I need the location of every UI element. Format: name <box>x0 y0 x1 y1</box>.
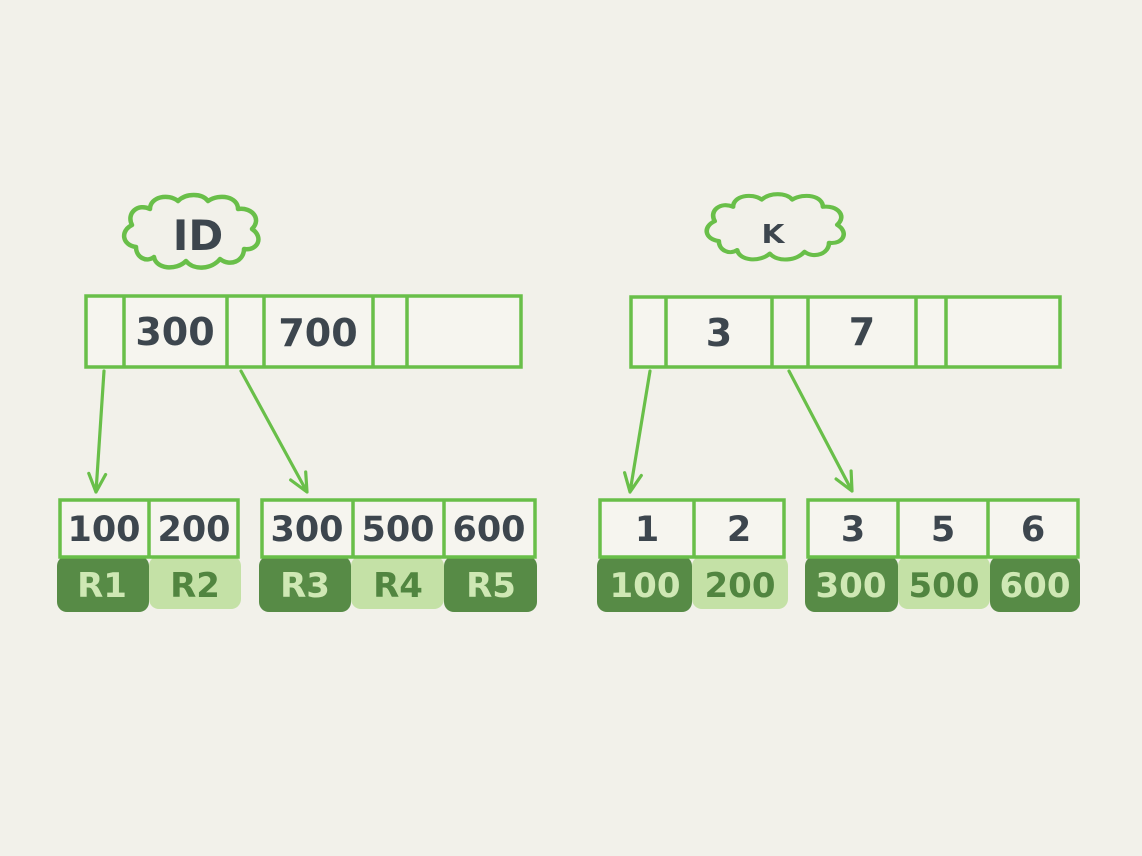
leaf-node-box <box>806 498 1080 559</box>
internal-key: 7 <box>849 310 875 354</box>
value-block <box>597 556 692 612</box>
record-block <box>57 556 149 612</box>
leaf-key: 300 <box>270 510 343 550</box>
record-label: R3 <box>280 566 330 606</box>
id-internal-node: 300 700 <box>84 294 523 369</box>
k-index: K 3 7 1 2 100 200 <box>597 192 1080 612</box>
leaf-key: 6 <box>1021 510 1045 550</box>
record-label: R5 <box>466 566 516 606</box>
value-label: 200 <box>705 566 776 606</box>
leaf-node-dividers <box>896 500 990 557</box>
leaf-key: 100 <box>67 510 140 550</box>
leaf-node-box <box>260 498 537 559</box>
value-block <box>898 556 990 609</box>
record-label: R4 <box>373 566 423 606</box>
k-leaf-node-2: 3 5 6 300 500 600 <box>805 498 1080 612</box>
cloud-icon <box>122 192 261 270</box>
internal-key: 300 <box>135 310 214 354</box>
internal-node-box <box>84 294 523 369</box>
leaf-key: 600 <box>452 510 525 550</box>
record-block <box>149 556 241 609</box>
pointer-arrow <box>623 369 652 494</box>
id-index: ID 300 700 100 200 R1 R2 <box>57 192 537 612</box>
k-leaf-node-1: 1 2 100 200 <box>597 498 788 612</box>
pointer-arrow <box>787 369 854 493</box>
id-leaf-node-2: 300 500 600 R3 R4 R5 <box>259 498 537 612</box>
value-label: 600 <box>1000 566 1071 606</box>
value-label: 100 <box>610 566 681 606</box>
leaf-key: 200 <box>157 510 230 550</box>
internal-key: 700 <box>278 311 357 355</box>
value-block <box>990 556 1080 612</box>
value-block <box>805 556 898 612</box>
record-block <box>444 556 537 612</box>
leaf-key: 5 <box>931 510 955 550</box>
id-cloud: ID <box>122 192 261 270</box>
leaf-node-dividers <box>351 500 446 557</box>
leaf-node-box <box>598 498 786 559</box>
record-label: R2 <box>170 566 220 606</box>
leaf-key: 1 <box>635 510 659 550</box>
internal-node-dividers <box>664 297 948 367</box>
record-label: R1 <box>77 566 127 606</box>
cloud-icon <box>704 192 846 262</box>
value-label: 300 <box>816 566 887 606</box>
k-internal-node: 3 7 <box>629 295 1062 369</box>
pointer-arrow <box>239 369 309 494</box>
value-label: 500 <box>909 566 980 606</box>
cloud-label-id: ID <box>173 211 224 260</box>
pointer-arrow <box>87 369 108 494</box>
record-block <box>351 556 444 609</box>
cloud-label-k: K <box>761 218 785 249</box>
id-leaf-node-1: 100 200 R1 R2 <box>57 498 241 612</box>
k-cloud: K <box>704 192 846 262</box>
value-block <box>692 556 788 609</box>
leaf-key: 500 <box>361 510 434 550</box>
internal-node-dividers <box>122 296 409 367</box>
leaf-key: 2 <box>727 510 751 550</box>
internal-node-box <box>629 295 1062 369</box>
record-block <box>259 556 351 612</box>
internal-key: 3 <box>706 311 732 355</box>
leaf-key: 3 <box>841 510 865 550</box>
